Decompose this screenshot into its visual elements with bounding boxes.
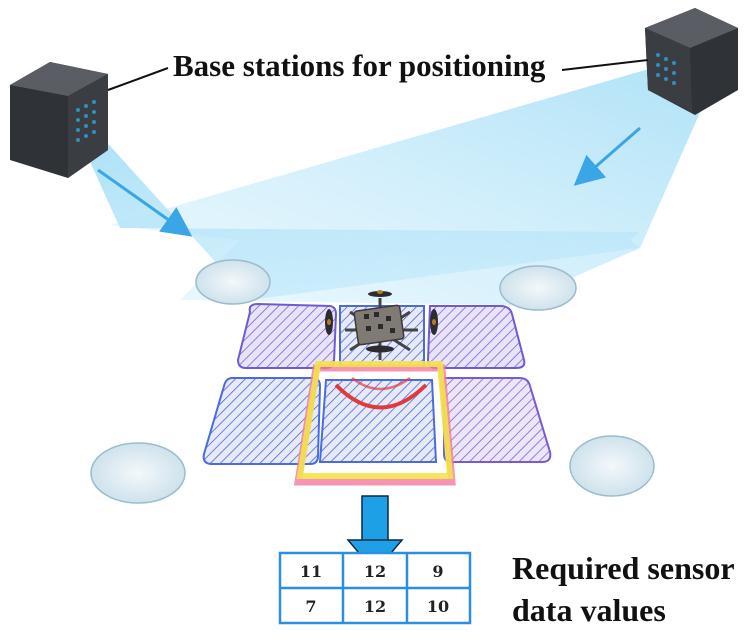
- grid-cell-r2c2: 12: [364, 597, 386, 616]
- grid-cell-r2c1: 7: [305, 597, 316, 616]
- base-station-right: [645, 8, 738, 115]
- mat-back-right: [426, 305, 526, 369]
- right-beam-arrow: [573, 126, 641, 186]
- highlight-frame: [296, 361, 454, 479]
- grid-cell-r2c3: 10: [427, 597, 449, 616]
- grid-cell-r1c3: 9: [432, 562, 443, 581]
- mat-front-right: [443, 377, 552, 463]
- sensor-label-line1: Required sensor: [512, 550, 735, 586]
- right-beam: [110, 60, 710, 305]
- base-station-left: [10, 62, 108, 178]
- base-stations-label: Base stations for positioning: [173, 48, 546, 83]
- sensing-arc: [334, 383, 428, 410]
- label-line-right: [561, 59, 649, 71]
- sensing-arc-inner: [351, 376, 411, 391]
- sensor-label-line2: data values: [512, 592, 666, 628]
- left-beam-arrow: [97, 168, 193, 237]
- grid-cell-r1c2: 12: [364, 562, 386, 581]
- label-line-left: [107, 67, 169, 91]
- pad-front-right: [569, 435, 655, 497]
- pad-back-right: [499, 265, 577, 311]
- pad-front-left: [90, 442, 186, 504]
- grid-cell-r1c1: 11: [300, 562, 322, 581]
- pad-back-left: [195, 259, 271, 305]
- mat-front-left: [202, 377, 322, 465]
- mat-back-left: [236, 302, 338, 369]
- drone: [325, 290, 438, 360]
- sensor-grid: 11 12 9 7 12 10: [278, 551, 472, 625]
